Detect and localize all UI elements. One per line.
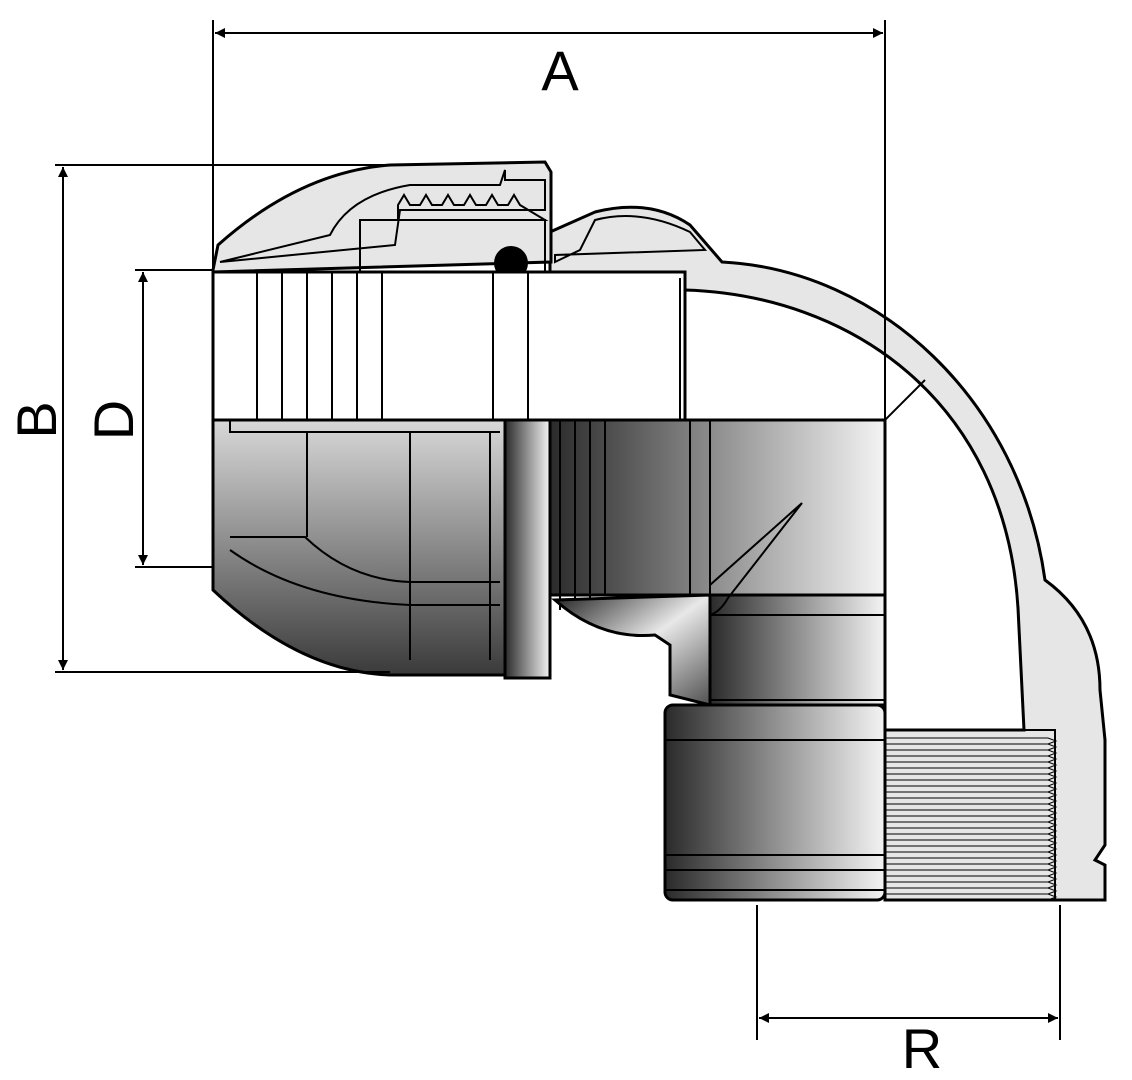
thread-line — [885, 767, 1058, 775]
thread-line — [885, 791, 1058, 799]
thread-line — [885, 863, 1058, 871]
thread-line — [885, 737, 1058, 745]
dimension-label-a: A — [541, 39, 579, 102]
thread-line — [885, 773, 1058, 781]
thread-line — [885, 827, 1058, 835]
dimension-label-d: D — [82, 400, 145, 440]
dimension-label-r: R — [902, 1017, 942, 1080]
elbow-body — [548, 205, 1107, 902]
thread-line — [885, 839, 1058, 847]
dimension-d: D — [82, 269, 213, 568]
thread-line — [885, 893, 1058, 901]
thread-line — [885, 815, 1058, 823]
thread-line — [885, 749, 1058, 757]
thread-line — [885, 875, 1058, 883]
thread-line — [885, 743, 1058, 751]
thread-line — [885, 869, 1058, 877]
thread-line — [885, 803, 1058, 811]
thread-line — [885, 761, 1058, 769]
dimension-r: R — [756, 905, 1061, 1080]
dimension-b: B — [5, 164, 390, 673]
thread-line — [885, 785, 1058, 793]
fitting-exterior — [211, 418, 887, 902]
thread-line — [885, 809, 1058, 817]
dimension-a: A — [212, 20, 886, 420]
thread-line — [885, 821, 1058, 829]
thread-line — [885, 851, 1058, 859]
thread-line — [885, 833, 1058, 841]
thread-line — [885, 881, 1058, 889]
dimension-label-b: B — [5, 401, 68, 438]
thread-line — [885, 887, 1058, 895]
pipe-interior-section — [211, 270, 687, 422]
thread-line — [885, 779, 1058, 787]
compression-nut-section — [211, 160, 553, 280]
thread-line — [885, 845, 1058, 853]
thread-line — [885, 755, 1058, 763]
thread-line — [885, 857, 1058, 865]
thread-line — [885, 797, 1058, 805]
